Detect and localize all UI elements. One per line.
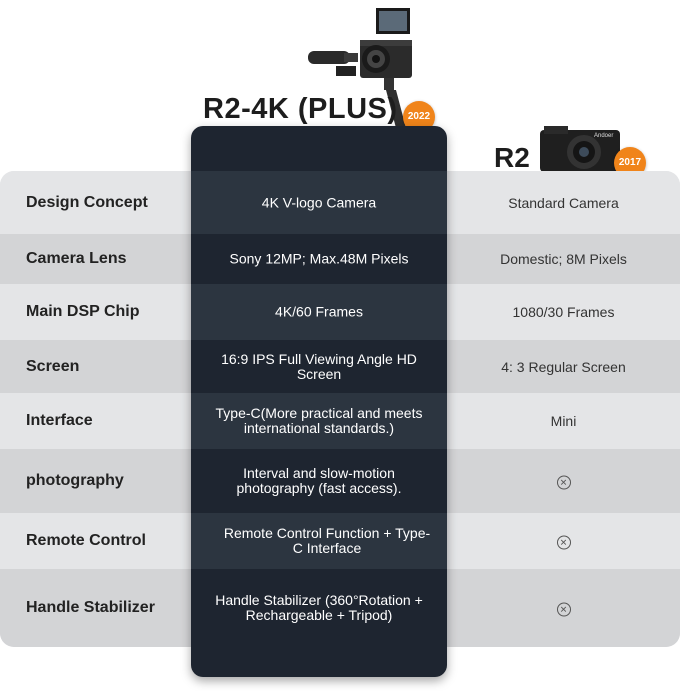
r2-value: 1080/30 Frames — [512, 304, 615, 320]
plus-value: 4K V-logo Camera — [261, 194, 377, 210]
feature-label: Handle Stabilizer — [26, 599, 155, 616]
feature-label: Remote Control — [26, 532, 146, 549]
plus-cell: Interval and slow-motion photography (fa… — [191, 449, 447, 513]
plus-cell: Sony 12MP; Max.48M Pixels — [191, 234, 447, 284]
plus-value: Interval and slow-motion photography (fa… — [236, 465, 402, 496]
r2-value: Mini — [550, 413, 577, 429]
plus-model-title: R2-4K (PLUS) — [203, 93, 398, 125]
plus-cell: Type-C(More practical and meets internat… — [191, 393, 447, 449]
x-circle-icon: ✕ — [556, 602, 571, 617]
plus-value: Sony 12MP; Max.48M Pixels — [229, 250, 409, 267]
x-circle-icon: ✕ — [556, 535, 571, 550]
r2-model-title: R2 — [494, 142, 530, 173]
r2-camera-image: Andoer — [540, 126, 620, 172]
plus-cell: Remote Control Function + Type-C Interfa… — [191, 513, 447, 569]
plus-value: Type-C(More practical and meets internat… — [215, 405, 423, 436]
feature-label: Screen — [26, 357, 80, 375]
plus-cell: 16:9 IPS Full Viewing Angle HD Screen — [191, 340, 447, 393]
r2-4k-vlog-camera-image — [308, 8, 412, 128]
plus-cell: 4K/60 Frames — [191, 284, 447, 340]
plus-value: 16:9 IPS Full Viewing Angle HD Screen — [221, 350, 417, 382]
plus-cell: Handle Stabilizer (360°Rotation + Rechar… — [191, 569, 447, 647]
feature-label: Main DSP Chip — [26, 303, 140, 320]
plus-value: Remote Control Function + Type-C Interfa… — [223, 525, 431, 556]
r2-value: Standard Camera — [508, 194, 619, 211]
r2-value: 4: 3 Regular Screen — [501, 358, 626, 375]
plus-value: 4K/60 Frames — [275, 303, 363, 320]
feature-label: Design Concept — [26, 193, 148, 211]
x-circle-icon: ✕ — [556, 475, 571, 490]
plus-value: Handle Stabilizer (360°Rotation + Rechar… — [215, 592, 423, 623]
feature-label: Camera Lens — [26, 250, 127, 267]
feature-label: Interface — [26, 412, 93, 429]
feature-label: photography — [26, 472, 124, 489]
r2-brand-label: Andoer — [594, 133, 613, 139]
plus-cell: 4K V-logo Camera — [191, 171, 447, 234]
r2-value: Domestic; 8M Pixels — [500, 251, 627, 267]
